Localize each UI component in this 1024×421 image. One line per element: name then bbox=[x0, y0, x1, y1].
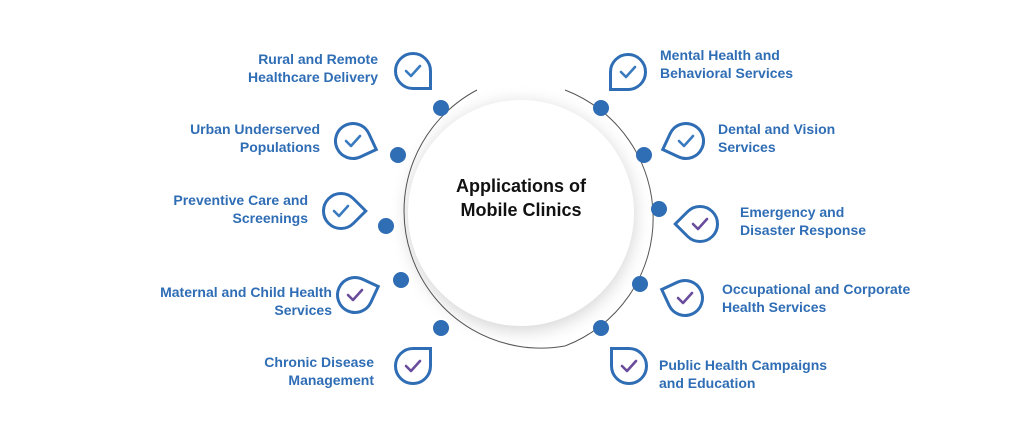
label-line: Dental and Vision bbox=[718, 121, 836, 137]
checkmark-icon bbox=[610, 347, 648, 385]
check-pin-icon bbox=[660, 115, 712, 167]
label-line: Populations bbox=[239, 139, 320, 155]
checkmark-icon bbox=[681, 205, 719, 243]
label-line: and Education bbox=[659, 375, 756, 391]
label-line: Urban Underserved bbox=[190, 121, 320, 137]
checkmark-icon bbox=[334, 122, 372, 160]
timeline-dot bbox=[433, 320, 449, 336]
checkmark-icon bbox=[394, 347, 432, 385]
timeline-dot bbox=[593, 320, 609, 336]
left-arc bbox=[403, 89, 566, 349]
checkmark-icon bbox=[394, 52, 432, 90]
checkmark-icon bbox=[322, 192, 360, 230]
timeline-dot bbox=[393, 272, 409, 288]
timeline-dot bbox=[390, 147, 406, 163]
label-line: Disaster Response bbox=[740, 222, 867, 238]
label-line: Mental Health and bbox=[660, 47, 780, 63]
label-line: Services bbox=[274, 302, 332, 318]
diagram-title: Applications of Mobile Clinics bbox=[456, 176, 586, 220]
label-line: Maternal and Child Health bbox=[160, 284, 332, 300]
right-arc bbox=[564, 89, 654, 347]
timeline-dot bbox=[593, 100, 609, 116]
label-line: Chronic Disease bbox=[264, 354, 374, 370]
label-line: Health Services bbox=[722, 299, 827, 315]
timeline-dot bbox=[378, 218, 394, 234]
center-circle: Applications of Mobile Clinics bbox=[408, 100, 634, 326]
timeline-dot bbox=[636, 147, 652, 163]
pin-shape bbox=[394, 52, 432, 90]
timeline-dot bbox=[651, 201, 667, 217]
label-line: Rural and Remote bbox=[258, 51, 378, 67]
application-label: Public Health Campaigns and Education bbox=[659, 356, 827, 392]
label-line: Management bbox=[288, 372, 374, 388]
label-line: Services bbox=[718, 139, 776, 155]
check-pin-icon bbox=[394, 52, 432, 90]
label-line: Screenings bbox=[232, 210, 308, 226]
check-pin-icon bbox=[610, 347, 648, 385]
checkmark-icon bbox=[336, 276, 374, 314]
check-pin-icon bbox=[673, 197, 727, 251]
checkmark-icon bbox=[666, 279, 704, 317]
label-line: Occupational and Corporate bbox=[722, 281, 911, 297]
check-pin-icon bbox=[609, 53, 647, 91]
label-line: Healthcare Delivery bbox=[248, 69, 378, 85]
label-line: Preventive Care and bbox=[173, 192, 308, 208]
checkmark-icon bbox=[609, 53, 647, 91]
check-pin-icon bbox=[659, 272, 711, 324]
label-line: Emergency and bbox=[740, 204, 845, 220]
check-pin-icon bbox=[327, 115, 379, 167]
checkmark-icon bbox=[667, 122, 705, 160]
check-pin-icon bbox=[329, 269, 381, 321]
label-line: Public Health Campaigns bbox=[659, 357, 828, 373]
timeline-dot bbox=[433, 100, 449, 116]
check-pin-icon bbox=[394, 347, 432, 385]
label-line: Behavioral Services bbox=[660, 65, 794, 81]
timeline-dot bbox=[632, 276, 648, 292]
check-pin-icon bbox=[314, 184, 368, 238]
